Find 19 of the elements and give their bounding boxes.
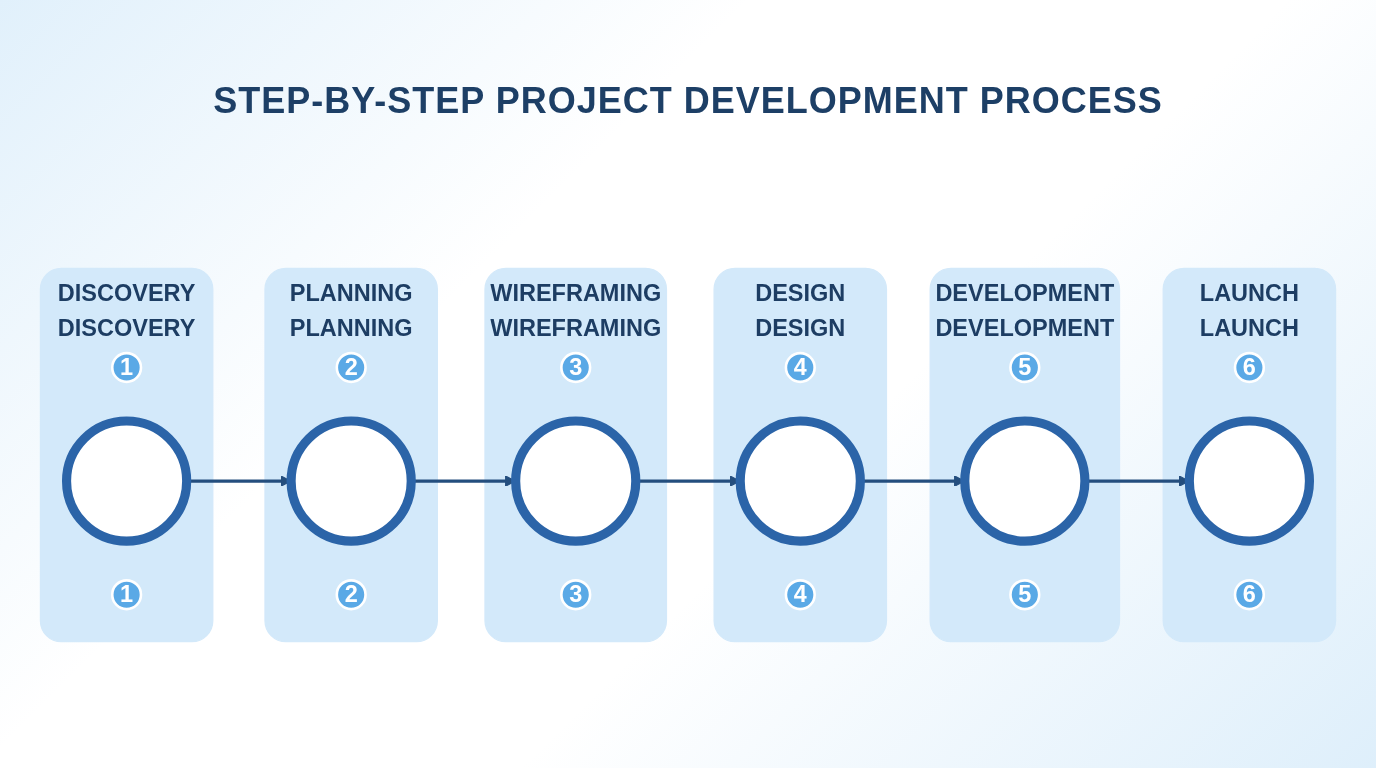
- node-circle: 3: [560, 351, 592, 384]
- node-circle: [62, 416, 192, 546]
- node-circle: 2: [335, 351, 367, 384]
- node-circle: 2: [335, 579, 367, 611]
- node-circle: [960, 416, 1090, 546]
- node-circle: 5: [1009, 579, 1041, 611]
- node-circle: 3: [560, 579, 592, 611]
- node-circle: [735, 416, 865, 546]
- node-circle: 4: [784, 351, 816, 384]
- node-circle: 1: [110, 579, 143, 611]
- node-circle: [286, 416, 416, 546]
- diagram-title: STEP-BY-STEP PROJECT DEVELOPMENT PROCESS: [212, 79, 1164, 122]
- node-circle: 5: [1009, 351, 1041, 384]
- node-circle: 6: [1233, 351, 1266, 384]
- node-circle: [1184, 416, 1314, 546]
- node-circle: [511, 416, 641, 546]
- node-circle: 4: [784, 579, 816, 611]
- node-circle: 6: [1233, 579, 1266, 611]
- node-circle: 1: [110, 351, 143, 384]
